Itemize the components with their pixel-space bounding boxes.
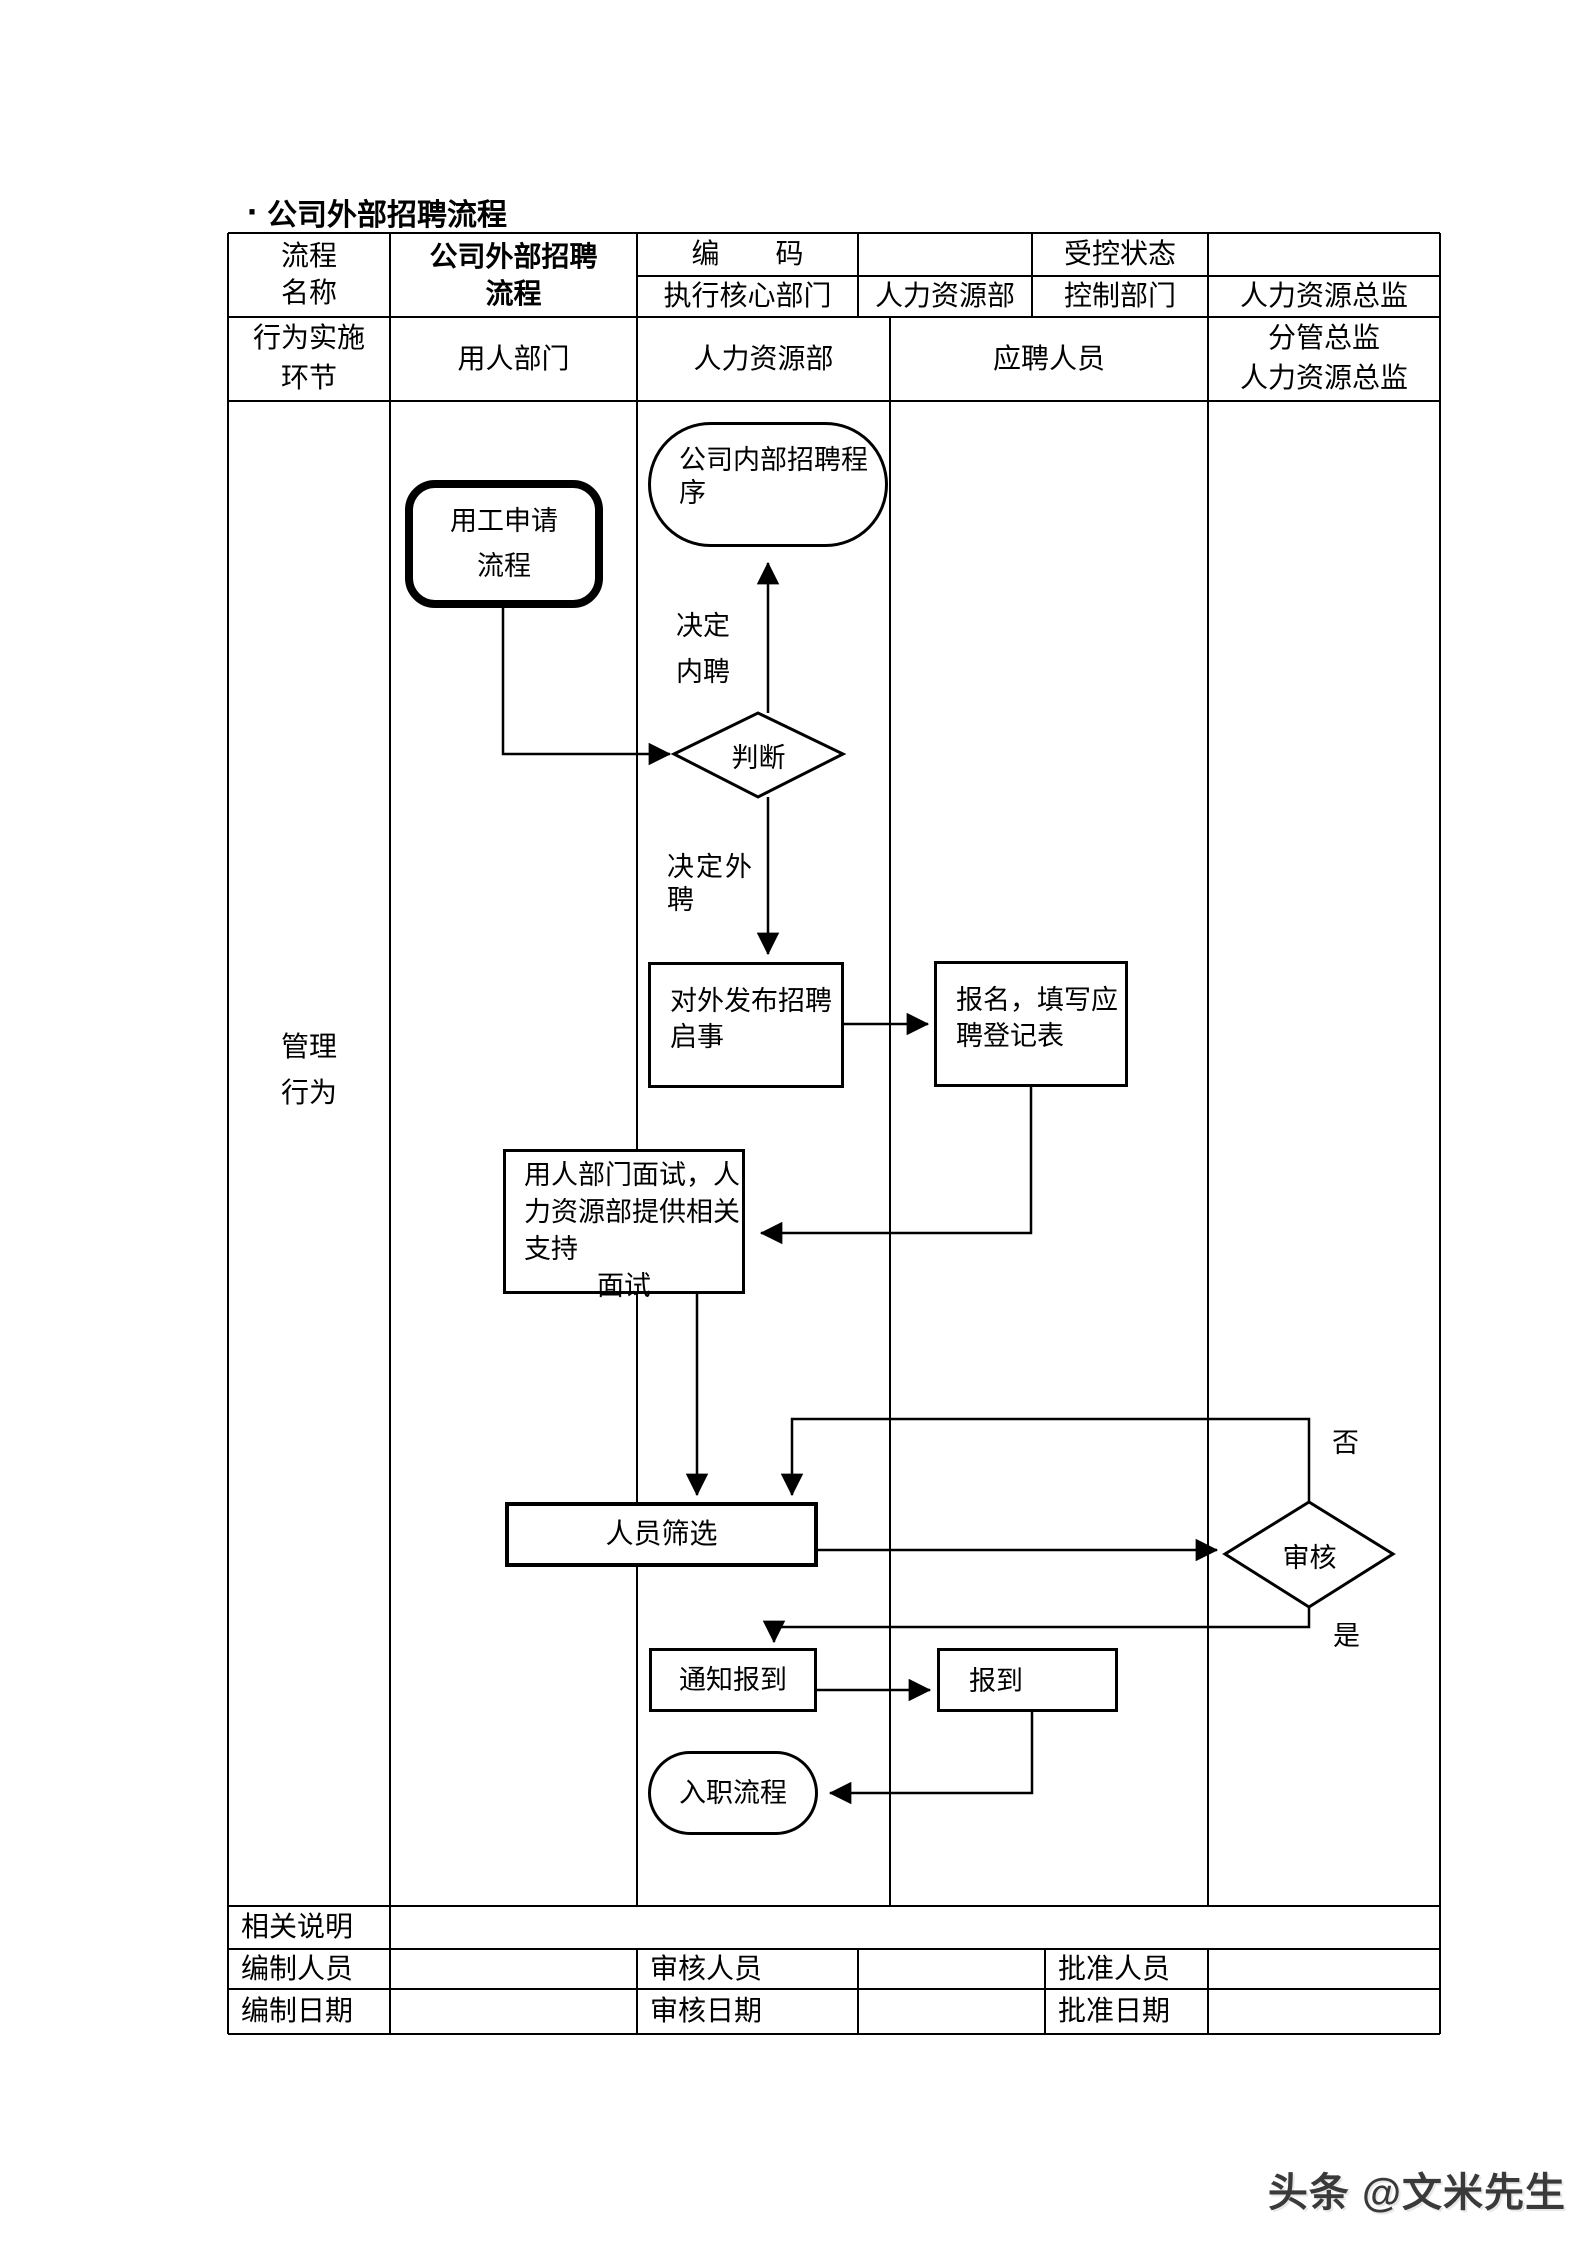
- connector-checkin-to-onboarding: [828, 1712, 1034, 1805]
- reviewer-label: 审核人员: [650, 1953, 763, 1985]
- judge-diamond-label: 判断: [690, 740, 827, 773]
- maker-label-cell: 编制人员: [228, 1949, 390, 1989]
- make-date-label: 编制日期: [241, 1996, 354, 2027]
- control-dept-value: 人力资源总监: [1239, 281, 1408, 312]
- code-label: 编 码: [691, 239, 804, 270]
- internal-program-line1: 公司内部招聘程: [679, 445, 868, 475]
- register-line2: 聘登记表: [956, 1021, 1064, 1051]
- node-candidate-screening: 人员筛选: [505, 1502, 818, 1567]
- lane-header-applicants: 应聘人员: [890, 317, 1208, 401]
- review-date-label-cell: 审核日期: [637, 1989, 858, 2034]
- screening-label: 人员筛选: [605, 1519, 718, 1550]
- no-text: 否: [1332, 1428, 1359, 1458]
- internal-program-line2: 序: [679, 478, 706, 508]
- exec-core-dept-value-cell: 人力资源部: [858, 276, 1032, 317]
- lane2-label: 人力资源部: [693, 343, 834, 375]
- management-behavior-line1: 管理: [280, 1032, 337, 1063]
- decide-internal-line2: 内聘: [676, 657, 730, 687]
- page-title-text: 公司外部招聘流程: [267, 199, 507, 232]
- lane-row-label-cell: 行为实施 环节: [228, 317, 390, 401]
- decide-internal-line1: 决定: [676, 611, 730, 641]
- connector-request-to-judge: [501, 608, 672, 766]
- make-date-label-cell: 编制日期: [228, 1989, 390, 2034]
- lane1-label: 用人部门: [457, 343, 570, 375]
- judge-text: 判断: [731, 742, 786, 773]
- maker-label: 编制人员: [241, 1953, 354, 1985]
- review-diamond-label: 审核: [1241, 1540, 1378, 1573]
- checkin-label: 报到: [969, 1666, 1023, 1696]
- interview-line3: 支持: [524, 1234, 578, 1264]
- approver-label-cell: 批准人员: [1045, 1949, 1208, 1989]
- notes-label-cell: 相关说明: [228, 1906, 390, 1949]
- decide-internal-label: 决定 内聘: [676, 603, 730, 695]
- control-dept-label-cell: 控制部门: [1032, 276, 1208, 317]
- onboarding-label: 入职流程: [679, 1777, 787, 1808]
- notes-label: 相关说明: [241, 1912, 354, 1943]
- lane-header-hr-dept: 人力资源部: [637, 317, 890, 401]
- process-name-value-line1: 公司外部招聘: [429, 241, 598, 272]
- control-dept-value-cell: 人力资源总监: [1208, 276, 1440, 317]
- node-internal-recruit-program: 公司内部招聘程 序: [648, 422, 888, 547]
- no-branch-label: 否: [1332, 1427, 1359, 1460]
- labor-request-line1: 用工申请: [450, 506, 558, 536]
- yes-branch-label: 是: [1333, 1620, 1360, 1653]
- node-notify-checkin: 通知报到: [649, 1648, 817, 1712]
- node-interview: 用人部门面试，人 力资源部提供相关 支持 面试: [503, 1149, 745, 1301]
- management-behavior-label: 管理 行为: [228, 1025, 390, 1117]
- review-date-label: 审核日期: [650, 1996, 763, 2027]
- page-title: · 公司外部招聘流程: [247, 190, 507, 234]
- control-dept-label: 控制部门: [1063, 281, 1176, 312]
- decide-external-label: 决定外 聘: [667, 851, 754, 917]
- connector-review-no-loop: [780, 1417, 1311, 1502]
- approver-label: 批准人员: [1058, 1953, 1171, 1985]
- code-label-cell: 编 码: [637, 233, 858, 276]
- process-name-value-line2: 流程: [485, 278, 542, 309]
- connector-register-to-interview: [759, 1087, 1033, 1245]
- yes-text: 是: [1333, 1621, 1360, 1651]
- lane3-label: 应聘人员: [992, 343, 1105, 375]
- interview-caption: 面试: [597, 1271, 651, 1301]
- process-name-label-line1: 流程: [280, 241, 337, 272]
- management-behavior-line2: 行为: [280, 1078, 337, 1109]
- interview-line1: 用人部门面试，人: [524, 1160, 740, 1190]
- register-line1: 报名，填写应: [956, 985, 1118, 1015]
- labor-request-line2: 流程: [477, 551, 531, 581]
- lane-row-label-line1: 行为实施: [252, 323, 365, 354]
- title-bullet-icon: ·: [247, 191, 259, 232]
- publish-notice-line1: 对外发布招聘: [670, 986, 832, 1016]
- lane-row-label-line2: 环节: [280, 363, 337, 394]
- notify-checkin-label: 通知报到: [679, 1664, 787, 1695]
- decide-external-line2: 聘: [667, 885, 694, 915]
- interview-line2: 力资源部提供相关: [524, 1197, 740, 1227]
- process-name-label-cell: 流程 名称: [228, 233, 390, 317]
- approve-date-label: 批准日期: [1058, 1996, 1171, 2027]
- lane-header-employing-dept: 用人部门: [390, 317, 637, 401]
- lane4-label-line2: 人力资源总监: [1239, 363, 1408, 394]
- node-register-application: 报名，填写应 聘登记表: [934, 961, 1128, 1087]
- approve-date-label-cell: 批准日期: [1045, 1989, 1208, 2034]
- lane-header-directors: 分管总监 人力资源总监: [1208, 317, 1440, 401]
- process-name-label-line2: 名称: [280, 278, 337, 309]
- reviewer-label-cell: 审核人员: [637, 1949, 858, 1989]
- decide-external-line1: 决定外: [667, 852, 754, 882]
- exec-core-dept-value: 人力资源部: [874, 281, 1015, 312]
- node-checkin: 报到: [937, 1648, 1118, 1712]
- lane4-label-line1: 分管总监: [1267, 323, 1380, 354]
- controlled-state-label-cell: 受控状态: [1032, 233, 1208, 276]
- process-name-value-cell: 公司外部招聘 流程: [390, 233, 637, 317]
- exec-core-dept-label-cell: 执行核心部门: [637, 276, 858, 317]
- publish-notice-line2: 启事: [670, 1022, 724, 1052]
- review-text: 审核: [1282, 1542, 1337, 1573]
- node-labor-request-process: 用工申请 流程: [405, 480, 603, 608]
- watermark: 头条 @文米先生: [1267, 2171, 1566, 2215]
- controlled-state-label: 受控状态: [1063, 239, 1176, 270]
- connector-review-yes-to-notify: [762, 1607, 1311, 1644]
- node-onboarding-process: 入职流程: [648, 1751, 818, 1835]
- node-publish-recruit-notice: 对外发布招聘 启事: [648, 962, 844, 1088]
- exec-core-dept-label: 执行核心部门: [663, 281, 832, 312]
